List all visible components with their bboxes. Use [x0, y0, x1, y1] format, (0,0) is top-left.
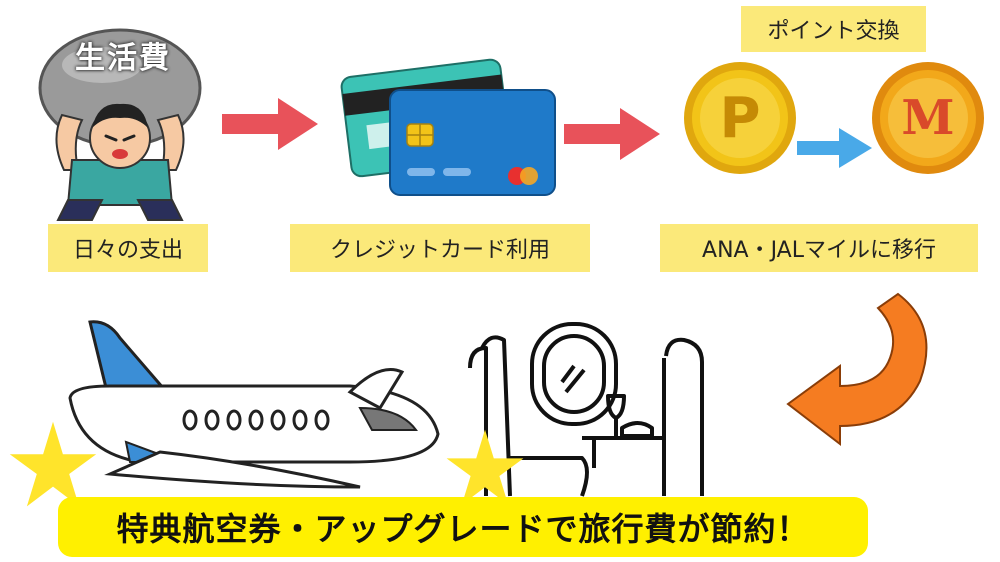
- curved-arrow-icon: [786, 292, 928, 447]
- airplane-icon: [68, 320, 440, 489]
- star-icon: [446, 429, 524, 505]
- star-icon: [9, 421, 97, 507]
- airplane-seat-icon: [468, 322, 704, 497]
- expense-badge: 生活費: [75, 41, 171, 76]
- savings-banner: 特典航空券・アップグレードで旅行費が節約！: [58, 497, 868, 557]
- mile-coin-letter: M: [901, 90, 955, 146]
- miles-label: ANA・JALマイルに移行: [660, 224, 978, 272]
- weight-person-icon: [38, 28, 202, 221]
- arrow-right-icon: [564, 108, 660, 160]
- expense-label: 日々の支出: [48, 224, 208, 272]
- credit-label: クレジットカード利用: [290, 224, 590, 272]
- mile-coin-icon: [872, 62, 984, 174]
- arrow-right-icon: [222, 98, 318, 150]
- exchange-label: ポイント交換: [741, 6, 926, 52]
- credit-card-icon: [340, 58, 556, 196]
- arrow-right-icon: [797, 128, 872, 168]
- point-coin-letter: P: [719, 85, 761, 151]
- point-coin-icon: [684, 62, 796, 174]
